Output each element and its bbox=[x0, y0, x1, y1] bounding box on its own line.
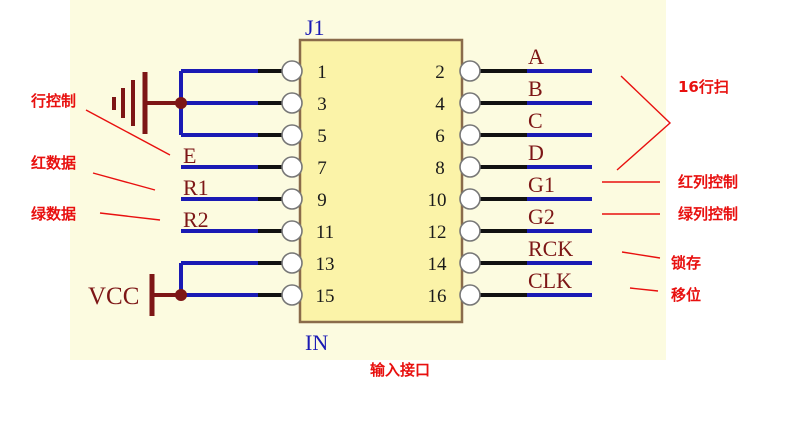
ground-net-wires bbox=[179, 69, 292, 137]
pin-number-8: 8 bbox=[435, 158, 445, 179]
annotation-texts-left: 行控制 红数据 绿数据 bbox=[30, 92, 76, 223]
pin-circles-right bbox=[459, 60, 481, 306]
net-label-B: B bbox=[528, 76, 543, 101]
net-label-G2: G2 bbox=[528, 204, 555, 229]
pin-number-12: 12 bbox=[428, 222, 447, 243]
net-label-RCK: RCK bbox=[528, 236, 573, 261]
row-scan-bracket bbox=[616, 75, 672, 171]
component-reference: J1 bbox=[305, 15, 325, 40]
pin-number-2: 2 bbox=[435, 62, 445, 83]
net-labels-left: E R1 R2 bbox=[183, 143, 209, 232]
component-name: IN bbox=[305, 330, 328, 355]
annotation-leaders-right bbox=[602, 181, 661, 292]
signal-net-wires-left bbox=[181, 165, 292, 233]
net-label-G1: G1 bbox=[528, 172, 555, 197]
annotation-green-col-control: 绿列控制 bbox=[678, 205, 738, 223]
pin-number-11: 11 bbox=[316, 222, 334, 243]
pin-number-16: 16 bbox=[428, 286, 447, 307]
component-body bbox=[298, 38, 464, 324]
annotation-shift: 移位 bbox=[671, 286, 701, 304]
diagram-caption: 输入接口 bbox=[370, 361, 430, 379]
annotation-red-col-control: 红列控制 bbox=[678, 173, 738, 191]
net-label-R2: R2 bbox=[183, 207, 209, 232]
pin-number-14: 14 bbox=[428, 254, 448, 275]
ground-symbol bbox=[112, 72, 187, 134]
pin-number-6: 6 bbox=[435, 126, 445, 147]
annotation-latch: 锁存 bbox=[671, 254, 701, 272]
pin-number-15: 15 bbox=[316, 286, 335, 307]
annotation-16-row-scan: 16行扫 bbox=[678, 78, 729, 96]
vcc-label: VCC bbox=[88, 283, 139, 310]
annotation-texts-right: 16行扫 红列控制 绿列控制 锁存 移位 bbox=[671, 78, 738, 304]
pin-number-4: 4 bbox=[435, 94, 445, 115]
pin-numbers-left: 1 3 5 7 9 11 13 15 bbox=[316, 62, 335, 307]
pin-number-7: 7 bbox=[317, 158, 327, 179]
annotation-leaders-left bbox=[85, 109, 171, 221]
pin-numbers-right: 2 4 6 8 10 12 14 16 bbox=[428, 62, 448, 307]
annotation-row-control: 行控制 bbox=[30, 92, 76, 110]
net-label-A: A bbox=[528, 44, 544, 69]
pin-number-1: 1 bbox=[317, 62, 327, 83]
net-label-CLK: CLK bbox=[528, 268, 572, 293]
net-label-D: D bbox=[528, 140, 544, 165]
pin-number-13: 13 bbox=[316, 254, 335, 275]
net-labels-right: A B C D G1 G2 RCK CLK bbox=[528, 44, 573, 293]
net-label-C: C bbox=[528, 108, 543, 133]
net-label-E: E bbox=[183, 143, 196, 168]
net-label-R1: R1 bbox=[183, 175, 209, 200]
annotation-green-data: 绿数据 bbox=[31, 205, 76, 223]
pin-number-10: 10 bbox=[428, 190, 447, 211]
vcc-net-wires bbox=[179, 261, 292, 297]
pin-number-3: 3 bbox=[317, 94, 327, 115]
annotation-red-data: 红数据 bbox=[31, 154, 76, 172]
pin-number-5: 5 bbox=[317, 126, 327, 147]
vcc-symbol bbox=[149, 274, 187, 316]
pin-circles-left bbox=[281, 60, 303, 306]
pin-number-9: 9 bbox=[317, 190, 327, 211]
